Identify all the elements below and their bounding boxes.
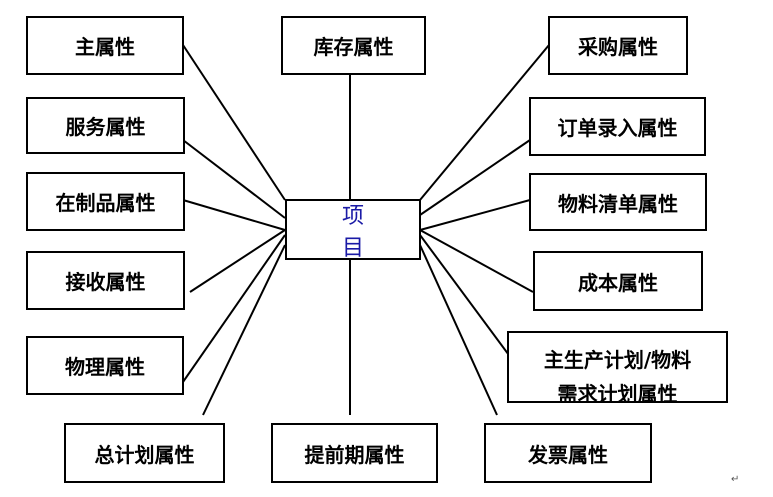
- link-service: [182, 139, 286, 219]
- node-main-attributes: 主属性: [26, 16, 184, 75]
- center-node-item: 项 目: [285, 199, 421, 261]
- node-physical-attributes: 物理属性: [26, 336, 184, 395]
- link-order-entry: [419, 139, 531, 216]
- node-service-attributes: 服务属性: [26, 97, 185, 154]
- node-bom-attributes: 物料清单属性: [529, 173, 707, 231]
- node-order-entry-attributes: 订单录入属性: [529, 97, 706, 156]
- link-general-plan: [202, 244, 286, 416]
- link-main: [182, 44, 286, 201]
- link-physical: [182, 234, 286, 383]
- node-mps-mrp-attributes: 主生产计划/物料 需求计划属性: [507, 331, 728, 403]
- node-cost-attributes: 成本属性: [533, 251, 703, 311]
- paragraph-mark: ↵: [731, 474, 740, 485]
- node-receiving-attributes: 接收属性: [26, 251, 185, 310]
- node-inventory-attributes: 库存属性: [281, 16, 426, 75]
- link-bom: [419, 199, 531, 231]
- link-invoice: [419, 244, 498, 416]
- node-mps-mrp-line2: 需求计划属性: [557, 382, 678, 403]
- node-invoice-attributes: 发票属性: [484, 423, 652, 483]
- link-mps-mrp: [419, 234, 521, 371]
- node-wip-attributes: 在制品属性: [26, 172, 185, 231]
- node-purchase-attributes: 采购属性: [548, 16, 688, 75]
- link-cost: [419, 229, 534, 293]
- node-general-plan-attributes: 总计划属性: [64, 423, 225, 483]
- link-wip: [182, 199, 286, 231]
- node-lead-time-attributes: 提前期属性: [271, 423, 438, 483]
- link-purchase: [419, 44, 550, 201]
- node-mps-mrp-line1: 主生产计划/物料: [543, 348, 692, 372]
- link-receiving: [189, 229, 286, 293]
